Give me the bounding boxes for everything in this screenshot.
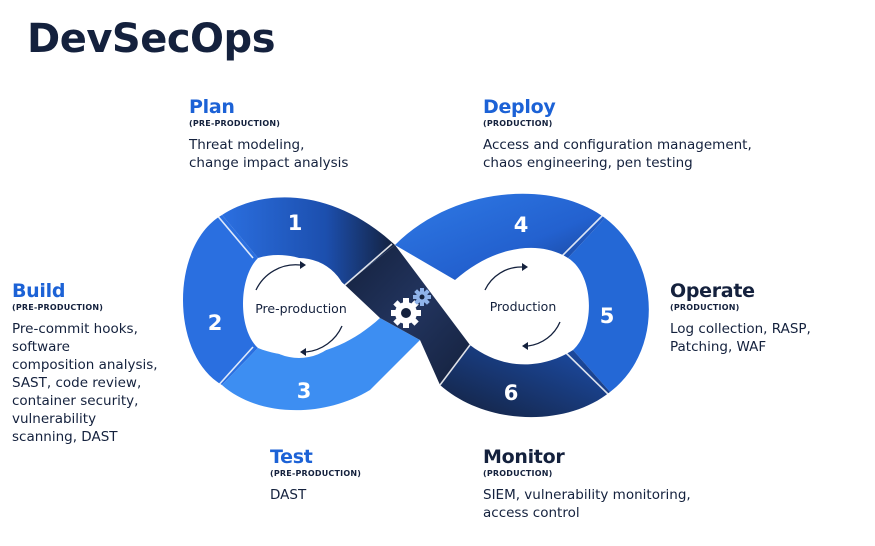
stage-environment: (PRE-PRODUCTION) [270, 469, 362, 478]
segment-1-plan [222, 197, 395, 285]
segment-2-build [183, 215, 258, 385]
segment-number-6: 6 [504, 381, 519, 405]
stage-description: SIEM, vulnerability monitoring, access c… [483, 487, 691, 521]
stage-operate: Operate (PRODUCTION) Log collection, RAS… [670, 280, 811, 356]
segment-number-3: 3 [297, 379, 312, 403]
cycle-arrow-icon [255, 264, 561, 353]
segment-number-1: 1 [288, 211, 303, 235]
segment-5-operate [568, 218, 649, 392]
stage-description: DAST [270, 487, 307, 503]
segment-number-5: 5 [600, 304, 615, 328]
stage-environment: (PRE-PRODUCTION) [12, 303, 104, 312]
stage-environment: (PRODUCTION) [670, 303, 740, 312]
stage-name: Monitor [483, 446, 565, 468]
hub-label-production: Production [490, 299, 557, 314]
stage-name: Deploy [483, 96, 556, 118]
stage-description: Pre-commit hooks, software composition a… [12, 321, 158, 445]
stage-deploy: Deploy (PRODUCTION) Access and configura… [483, 96, 752, 172]
stage-name: Operate [670, 280, 755, 302]
stage-description: Threat modeling, change impact analysis [189, 137, 349, 171]
page-title: DevSecOps [27, 16, 276, 62]
stage-name: Test [270, 446, 313, 468]
segment-number-4: 4 [514, 213, 529, 237]
stage-name: Plan [189, 96, 235, 118]
hub-preproduction [249, 258, 349, 358]
stage-plan: Plan (PRE-PRODUCTION) Threat modeling, c… [189, 96, 348, 172]
stage-environment: (PRODUCTION) [483, 469, 553, 478]
stage-name: Build [12, 280, 66, 302]
stage-environment: (PRE-PRODUCTION) [189, 119, 281, 128]
stage-description: Log collection, RASP, Patching, WAF [670, 321, 811, 355]
stage-environment: (PRODUCTION) [483, 119, 553, 128]
stage-test: Test (PRE-PRODUCTION) DAST [270, 446, 361, 504]
segment-3-test [222, 318, 420, 411]
stage-monitor: Monitor (PRODUCTION) SIEM, vulnerability… [483, 446, 691, 522]
stage-build: Build (PRE-PRODUCTION) Pre-commit hooks,… [12, 280, 158, 446]
segment-4-deploy [395, 193, 605, 280]
stage-description: Access and configuration management, cha… [483, 137, 752, 171]
hub-production [476, 260, 568, 352]
segment-6-monitor [440, 345, 610, 418]
segment-number-2: 2 [208, 311, 223, 335]
hub-label-preproduction: Pre-production [255, 301, 347, 316]
